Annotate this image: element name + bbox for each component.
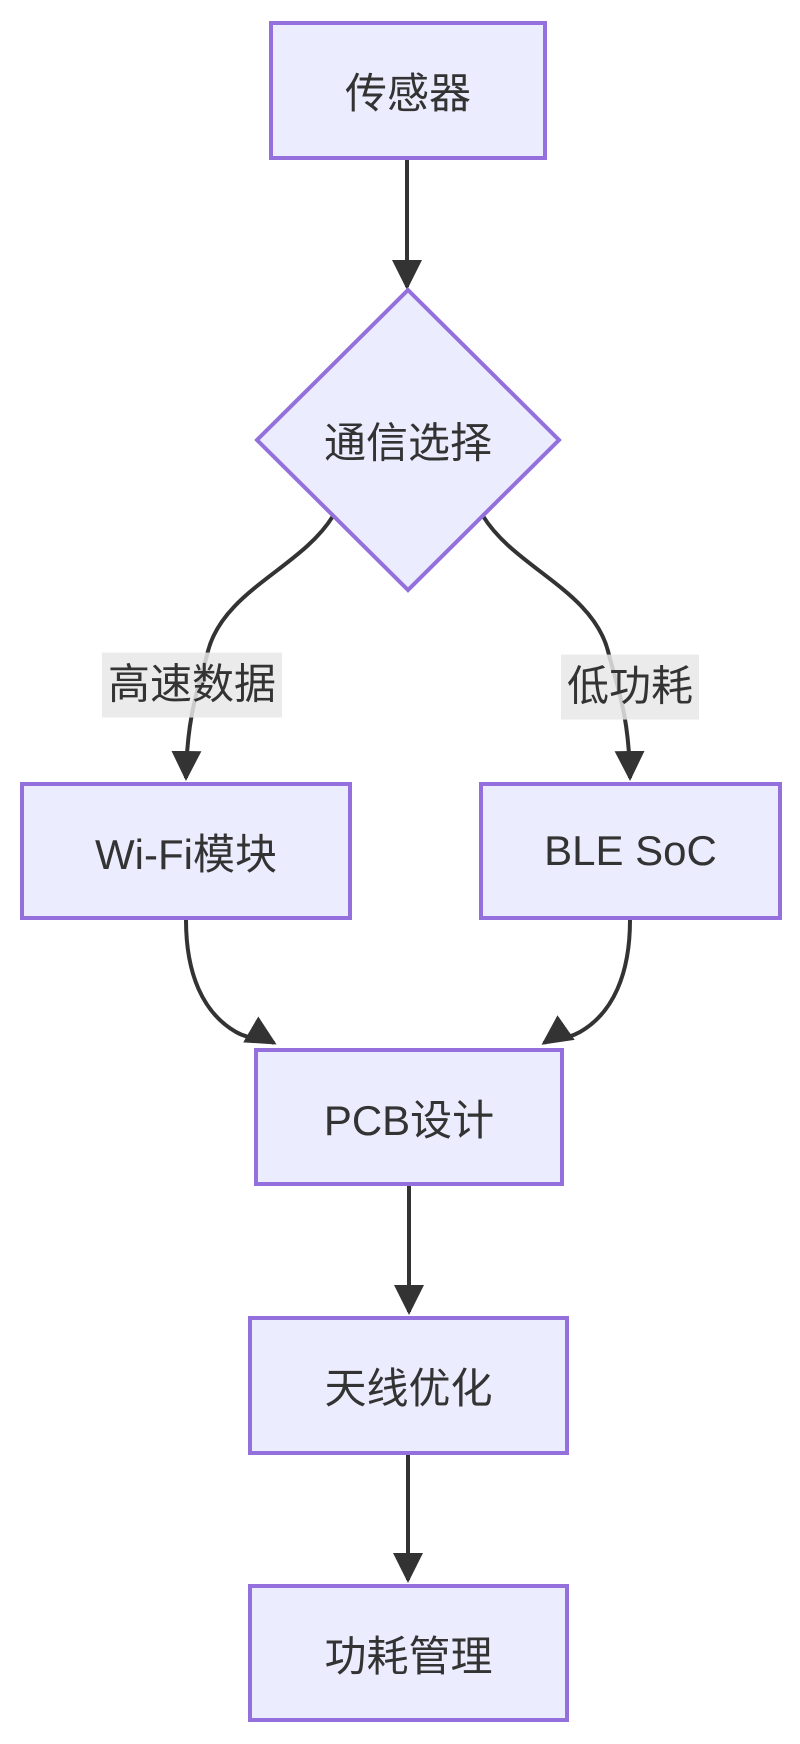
edge-comm-choice-to-wifi (171, 514, 335, 781)
edge-label-low-power: 低功耗 (560, 654, 700, 720)
edge-ble-to-pcb (541, 919, 632, 1045)
edge-comm-choice-to-ble (481, 514, 645, 781)
node-ble-label: BLE SoC (544, 827, 717, 874)
node-wifi-label: Wi-Fi模块 (95, 830, 277, 878)
edge-wifi-to-pcb (184, 919, 277, 1045)
node-wifi-module: Wi-Fi模块 (20, 782, 352, 920)
node-power-management: 功耗管理 (248, 1584, 569, 1722)
node-comm-choice-label: 通信选择 (323, 419, 493, 467)
node-pcb-design: PCB设计 (254, 1048, 564, 1186)
node-ble-soc: BLE SoC (479, 782, 782, 920)
node-antenna-optimization: 天线优化 (248, 1316, 569, 1455)
node-antenna-label: 天线优化 (324, 1365, 493, 1412)
node-power-label: 功耗管理 (324, 1632, 493, 1680)
decision-diamond-shape (254, 287, 562, 593)
node-pcb-label: PCB设计 (323, 1096, 495, 1144)
node-sensor-label: 传感器 (344, 70, 471, 117)
node-sensor: 传感器 (269, 21, 547, 160)
edge-label-highspeed-data: 高速数据 (101, 652, 283, 718)
